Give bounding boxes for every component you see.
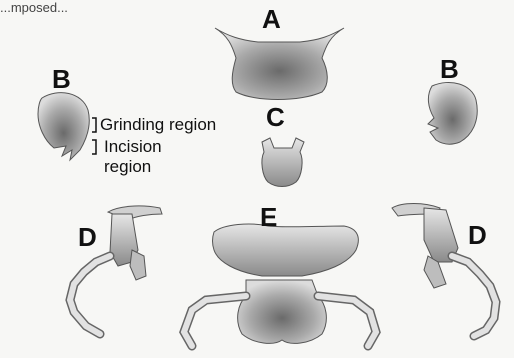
- label-b-right: B: [440, 56, 459, 82]
- label-d-left: D: [78, 224, 97, 250]
- label-d-right: D: [468, 222, 487, 248]
- grinding-bracket: [92, 118, 96, 132]
- mandible-left: [38, 93, 89, 160]
- grinding-region-label: Grinding region: [100, 116, 216, 133]
- label-a: A: [262, 6, 281, 32]
- label-e: E: [260, 204, 277, 230]
- label-c: C: [266, 104, 285, 130]
- label-b-left: B: [52, 66, 71, 92]
- labrum-shape-a: [215, 28, 344, 100]
- labium-e: [184, 224, 376, 346]
- incision-region-label-line2: region: [104, 158, 151, 175]
- hypopharynx-c: [262, 138, 304, 187]
- incision-region-label-line1: Incision: [104, 138, 162, 155]
- incision-bracket: [92, 140, 96, 154]
- mandible-right: [428, 82, 477, 144]
